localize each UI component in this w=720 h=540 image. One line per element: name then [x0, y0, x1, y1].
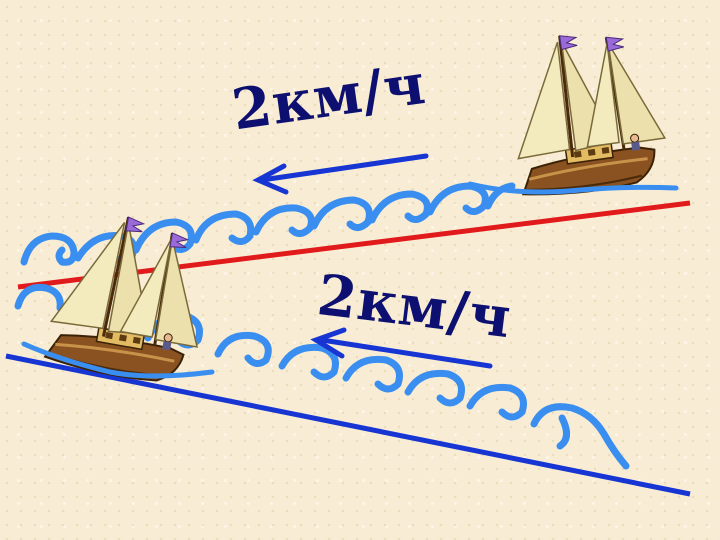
river-bank-bottom-line: [5, 353, 691, 497]
wave-icon: [21, 181, 679, 379]
sailboat-icon: [500, 21, 673, 202]
left-arrow-icon: [310, 327, 493, 369]
left-arrow-icon: [252, 153, 429, 195]
wave-icon: [20, 182, 516, 266]
